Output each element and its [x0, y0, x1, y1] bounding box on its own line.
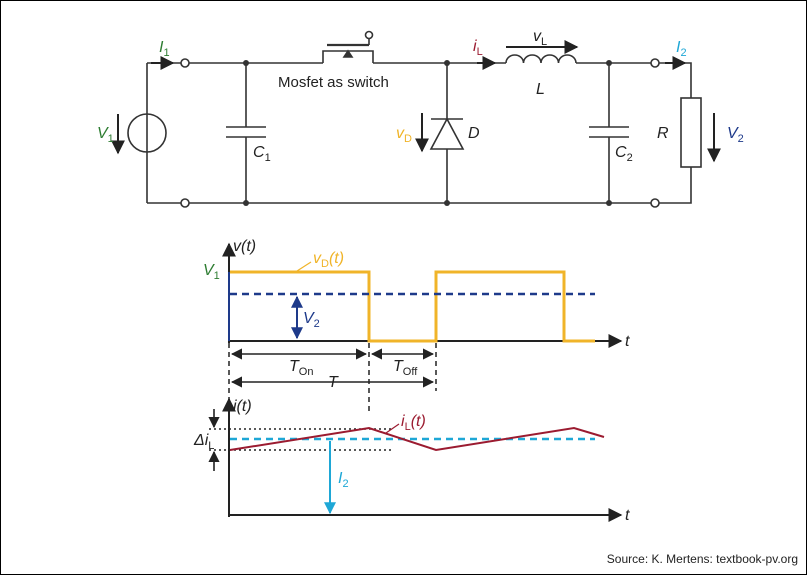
label-d: D [468, 125, 480, 142]
label-i2: I2 [676, 39, 687, 59]
label-delta-il: ΔiL [193, 432, 214, 452]
timing-markers: TOn TOff T [228, 343, 437, 411]
il-waveform [229, 426, 605, 452]
current-plot: i(t) t iL(t) ΔiL I2 [193, 397, 630, 524]
label-t-off: TOff [393, 358, 418, 378]
terminal-in-bottom [180, 198, 190, 208]
inductor [505, 54, 577, 64]
label-t-current: t [625, 507, 630, 524]
label-l: L [536, 81, 545, 98]
junction-dots [243, 60, 612, 206]
resistor [680, 97, 702, 168]
label-v2: V2 [727, 125, 744, 145]
label-i2-current: I2 [338, 470, 349, 490]
label-vl: vL [533, 28, 547, 48]
label-t-voltage: t [625, 333, 630, 350]
circuit [127, 30, 702, 208]
label-vd: vD [396, 125, 412, 145]
label-i1: I1 [159, 39, 170, 59]
mosfet-switch [322, 30, 374, 63]
label-c2: C2 [615, 144, 633, 164]
label-t-period: T [328, 374, 339, 391]
label-it: i(t) [233, 398, 252, 415]
label-t-on: TOn [289, 358, 313, 378]
terminal-out-top [650, 58, 660, 68]
label-r: R [657, 125, 669, 142]
label-vd-t: vD(t) [313, 250, 344, 270]
capacitor-c2 [589, 63, 629, 203]
label-mosfet: Mosfet as switch [278, 74, 389, 91]
label-vt: v(t) [233, 238, 256, 255]
capacitor-c1 [226, 63, 266, 203]
vd-leader [296, 261, 312, 272]
label-v1: V1 [97, 125, 114, 145]
label-v2-level: V2 [303, 310, 320, 330]
terminal-in-top [180, 58, 190, 68]
voltage-plot: v(t) t V1 vD(t) V2 [203, 238, 630, 350]
diode [429, 63, 465, 203]
il-leader [385, 423, 400, 434]
vd-waveform [230, 270, 595, 343]
label-il: iL [473, 38, 483, 58]
source-credit: Source: K. Mertens: textbook-pv.org [607, 552, 798, 566]
bottom-wire [147, 167, 692, 204]
label-c1: C1 [253, 144, 271, 164]
terminal-out-bottom [650, 198, 660, 208]
label-il-t: iL(t) [401, 413, 426, 433]
label-v1-level: V1 [203, 262, 220, 282]
